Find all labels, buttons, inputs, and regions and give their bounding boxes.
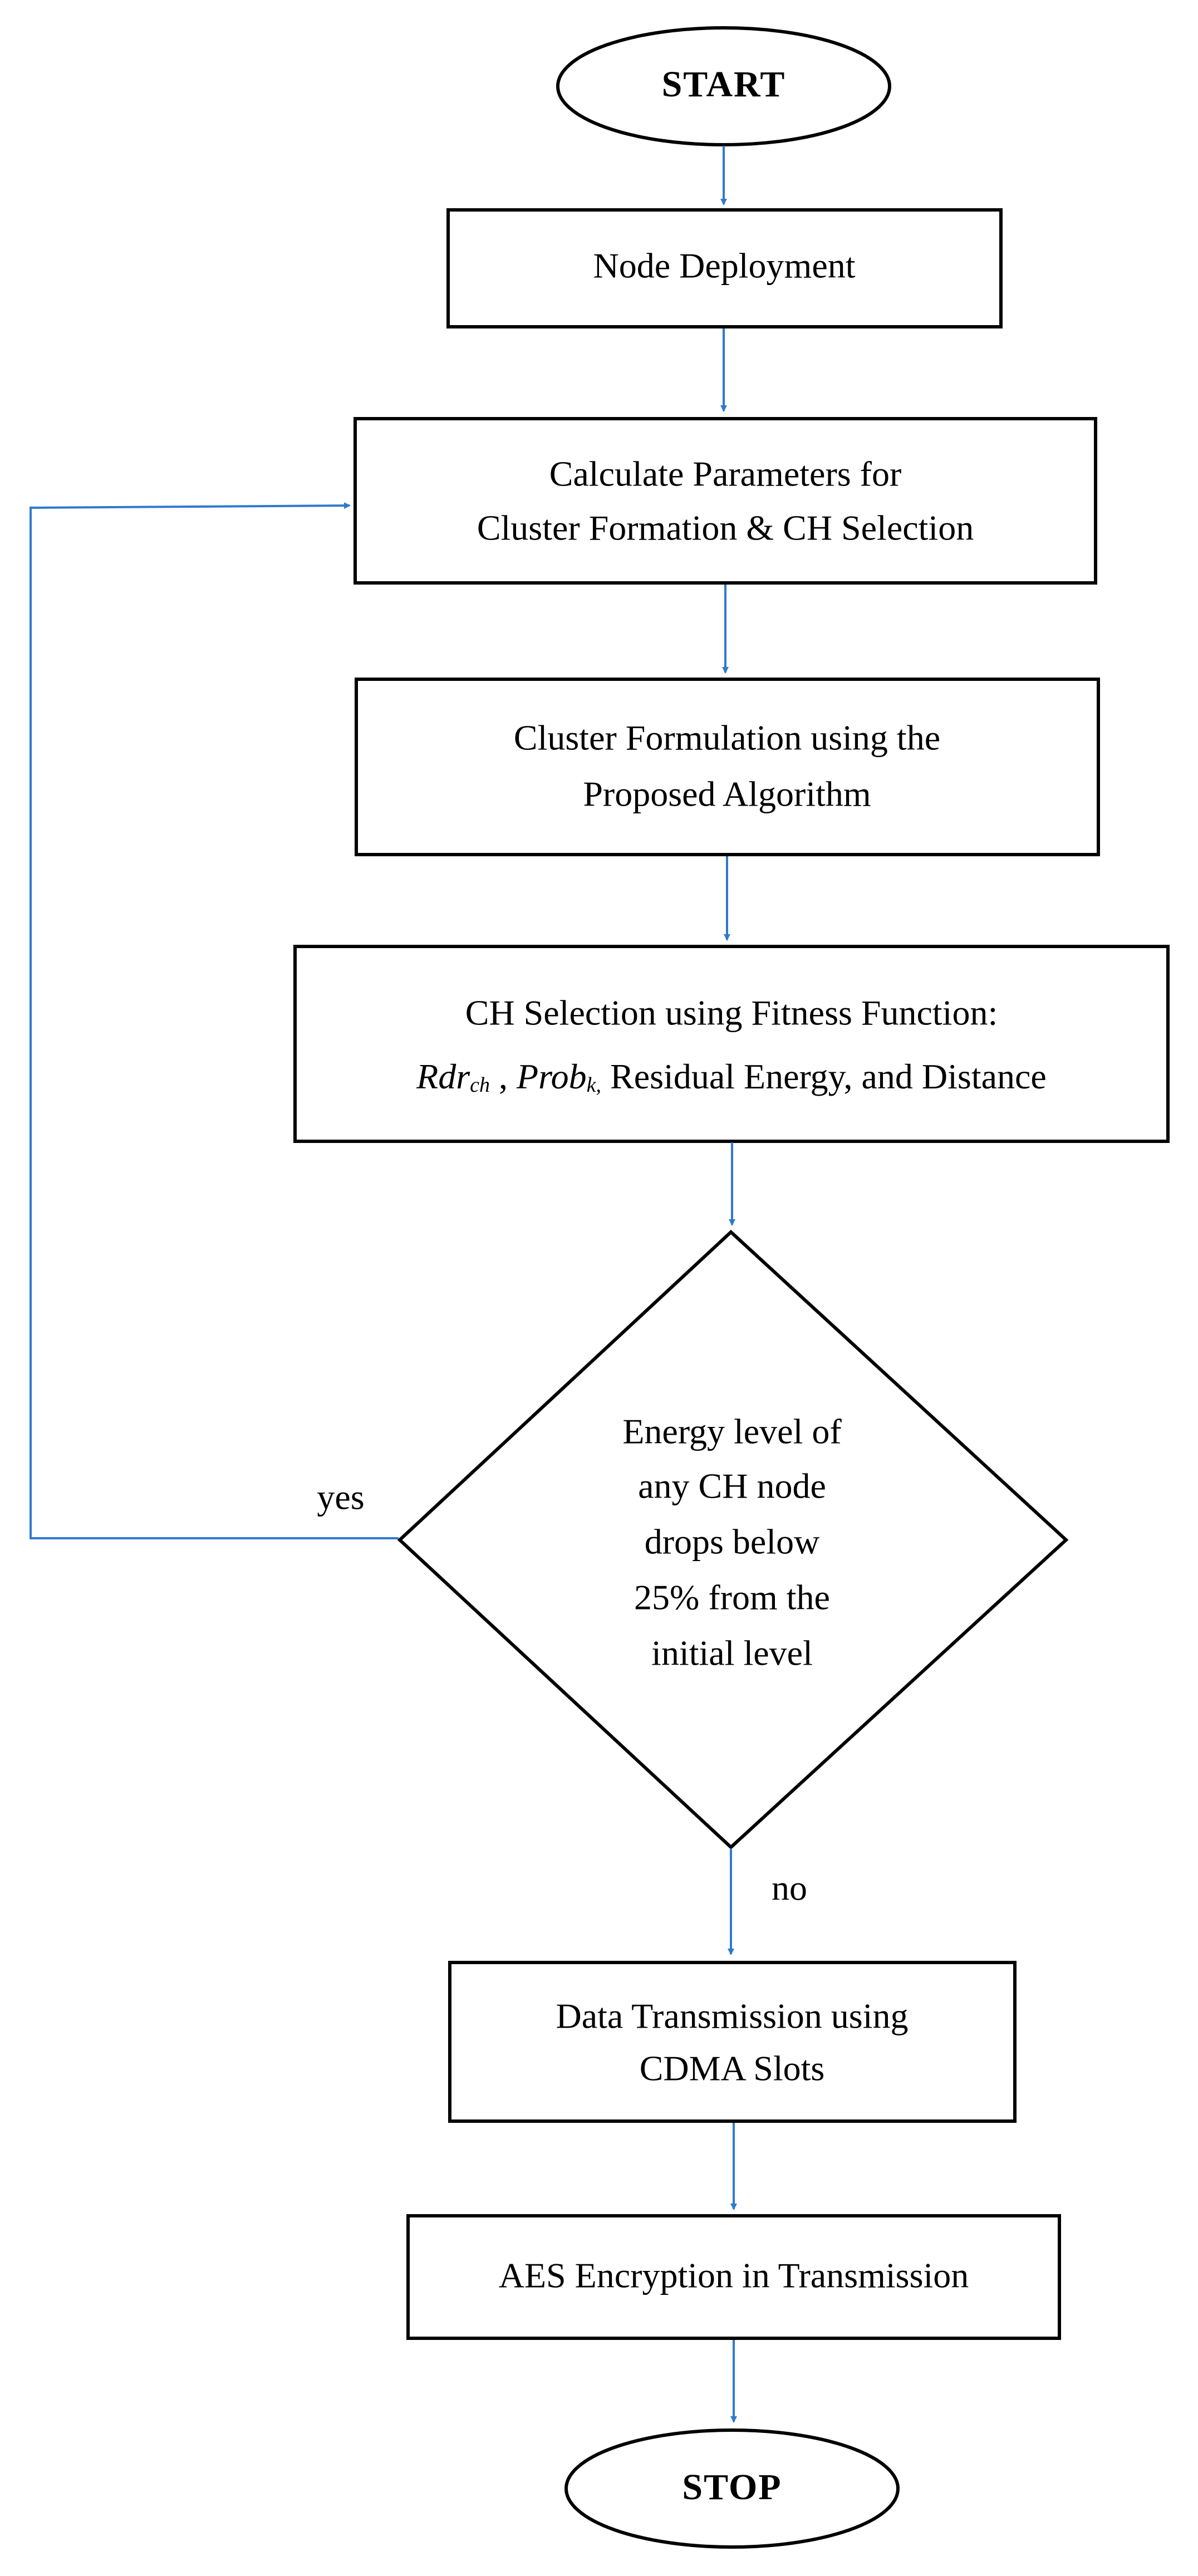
cluster-formulation-line1: Cluster Formulation using the [514,718,940,758]
cluster-formulation-line2: Proposed Algorithm [583,774,871,814]
rdr-term: Rdr [416,1057,470,1096]
calculate-parameters-line1: Calculate Parameters for [549,454,902,494]
energy-decision-diamond: Energy level of any CH node drops below … [397,1229,1069,1850]
aes-encryption-box: AES Encryption in Transmission [406,2214,1061,2340]
no-label: no [772,1868,807,1908]
prob-subscript: k, [587,1073,601,1097]
node-deployment-box: Node Deployment [446,208,1003,328]
rdr-subscript: ch [470,1073,490,1097]
start-terminal: START [556,26,891,146]
data-transmission-line1: Data Transmission using [556,1996,909,2036]
node-deployment-label: Node Deployment [593,246,856,286]
ch-selection-line1: CH Selection using Fitness Function: [465,993,998,1033]
decision-line2: any CH node [638,1466,826,1506]
decision-line4: 25% from the [634,1578,830,1617]
arrow-yes-loop [30,502,399,1539]
decision-line5: initial level [651,1633,813,1673]
decision-line1: Energy level of [622,1412,842,1451]
separator: , [490,1057,517,1096]
data-transmission-box: Data Transmission using CDMA Slots [448,1961,1017,2123]
decision-line3: drops below [645,1522,820,1562]
ch-selection-line2: Rdrch , Probk, Residual Energy, and Dist… [416,1057,1047,1097]
calculate-parameters-box: Calculate Parameters for Cluster Formati… [353,417,1097,585]
start-label: START [662,64,786,105]
prob-term: Prob [516,1057,587,1096]
data-transmission-line2: CDMA Slots [640,2049,825,2088]
calculate-parameters-line2: Cluster Formation & CH Selection [477,508,974,548]
yes-label: yes [317,1478,364,1517]
aes-encryption-label: AES Encryption in Transmission [499,2256,969,2295]
ch-selection-box: CH Selection using Fitness Function: Rdr… [293,945,1170,1143]
stop-label: STOP [682,2467,782,2508]
cluster-formulation-box: Cluster Formulation using the Proposed A… [355,678,1100,856]
ch-selection-rest: Residual Energy, and Distance [601,1057,1047,1096]
stop-terminal: STOP [564,2428,900,2549]
